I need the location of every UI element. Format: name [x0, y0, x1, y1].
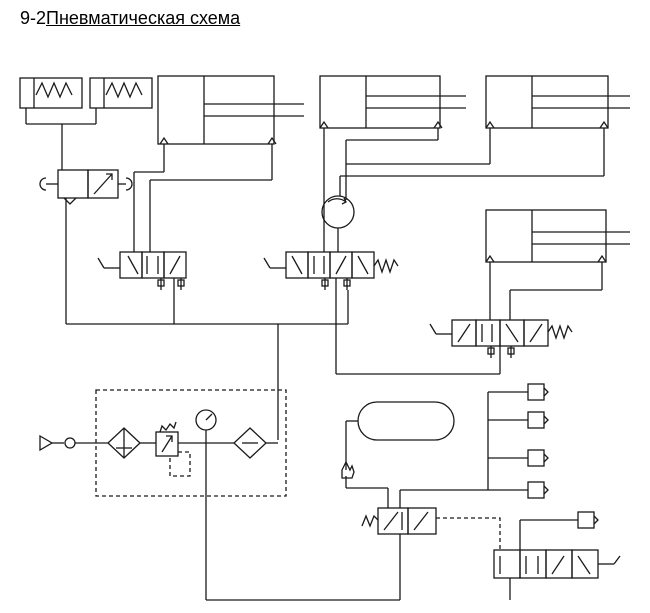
page-title: 9-2Пневматическая схема — [20, 8, 240, 29]
title-text: Пневматическая схема — [46, 8, 241, 28]
small-actuator-3 — [527, 449, 549, 467]
directional-valve-2 — [263, 251, 399, 290]
small-actuator-5 — [577, 511, 599, 529]
air-receiver-tank — [357, 401, 455, 441]
rotary-actuator — [321, 195, 355, 229]
pilot-valve-middle — [361, 507, 437, 535]
small-cylinder-right — [89, 77, 153, 109]
pushbutton-valve — [39, 169, 133, 205]
cylinder-4 — [485, 209, 630, 263]
small-actuator-2 — [527, 411, 549, 429]
pressure-gauge — [195, 409, 217, 443]
directional-valve-1 — [97, 251, 187, 290]
directional-valve-3 — [429, 319, 573, 358]
pressure-regulator — [155, 421, 191, 477]
manual-hand-actuator — [341, 460, 355, 479]
small-actuator-4 — [527, 481, 549, 499]
filter-symbol — [107, 427, 141, 459]
small-cylinder-left — [19, 77, 83, 109]
cylinder-2 — [319, 75, 466, 129]
title-number: 9-2 — [20, 8, 47, 28]
small-actuator-1 — [527, 383, 549, 401]
cylinder-3 — [485, 75, 630, 129]
cylinder-1 — [157, 75, 304, 145]
compressor-source — [39, 434, 108, 452]
directional-valve-bottom-right — [493, 549, 621, 579]
lubricator-symbol — [233, 427, 267, 459]
